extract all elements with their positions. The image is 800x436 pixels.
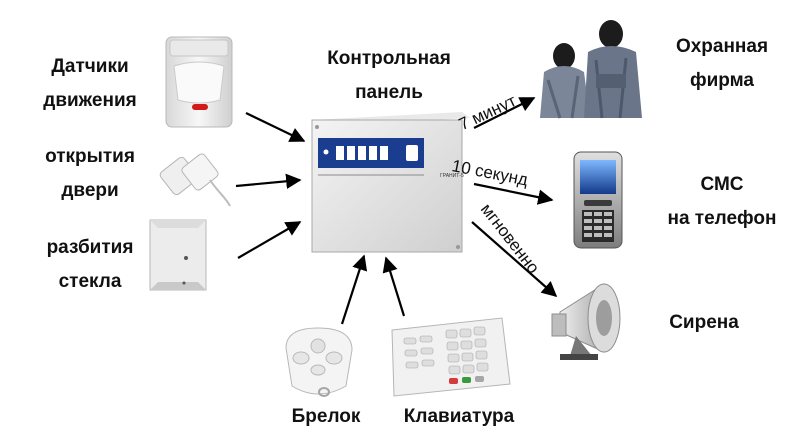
glass-break-sensor-image bbox=[149, 219, 207, 291]
label-keypad: Клавиатура bbox=[403, 406, 515, 427]
guard-image bbox=[540, 20, 642, 119]
arrow-panel-to-siren bbox=[471, 221, 558, 298]
arrow-panel-to-phone bbox=[473, 182, 554, 205]
panel-device-name: ГРАНИТ-5 bbox=[440, 173, 464, 179]
control-panel-image: ГРАНИТ-5 bbox=[311, 112, 470, 253]
arrow-keyfob-to-panel bbox=[340, 254, 368, 325]
arrow-motion-to-panel bbox=[245, 112, 306, 142]
arrow-door-to-panel bbox=[235, 173, 302, 189]
label-siren: Сирена bbox=[669, 312, 739, 333]
mobile-phone-image bbox=[573, 151, 623, 249]
keyfob-image bbox=[285, 327, 353, 397]
motion-sensor-image bbox=[165, 36, 233, 128]
siren-image bbox=[551, 283, 621, 360]
arrow-keypad-to-panel bbox=[382, 256, 406, 317]
arrow-panel-to-guard bbox=[473, 97, 536, 129]
door-sensor-image bbox=[159, 153, 231, 207]
arrow-glass-to-panel bbox=[237, 221, 302, 259]
label-keyfob: Брелок bbox=[291, 406, 361, 427]
keypad-image bbox=[391, 317, 511, 397]
